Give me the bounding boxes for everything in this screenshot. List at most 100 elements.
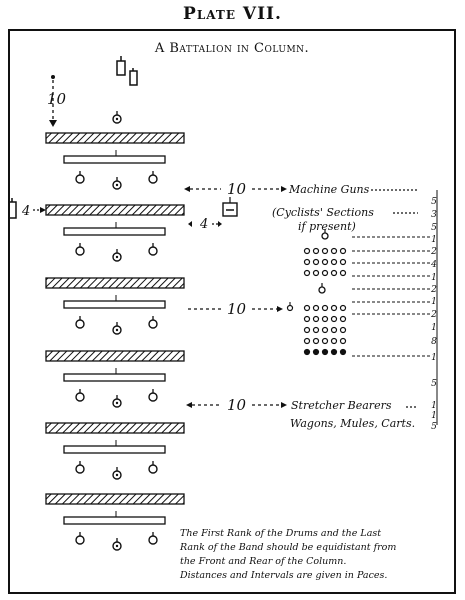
machine-guns-distance: 10 Machine Guns xyxy=(184,180,418,198)
company-officer-icon-dot xyxy=(115,544,119,548)
cyclists-note: (Cyclists' Sections if present) xyxy=(272,206,418,233)
company-block xyxy=(45,422,185,480)
supernumerary-icon xyxy=(148,535,158,545)
musician-icon xyxy=(321,326,329,334)
stretcher-distance-label: 10 xyxy=(227,396,247,414)
supernumerary-icon xyxy=(75,464,85,474)
plate-title: Plate VII. xyxy=(183,4,282,24)
cyclists-line-1: (Cyclists' Sections xyxy=(272,206,374,219)
musician-icon xyxy=(339,247,347,255)
scale-value: 2 xyxy=(430,310,437,320)
musician-icon xyxy=(339,304,347,312)
scale-value: 3 xyxy=(431,210,437,220)
diagram-frame xyxy=(8,29,456,594)
center-interval-label: 4 xyxy=(199,217,208,232)
footnote-line-3: the Front and Rear of the Column. xyxy=(180,556,347,567)
musician-icon xyxy=(330,269,338,277)
musician-icon xyxy=(303,326,311,334)
wagons-label: Wagons, Mules, Carts. xyxy=(290,417,415,430)
supernumerary-icon xyxy=(75,174,85,184)
stretcher-bearers-label: Stretcher Bearers xyxy=(291,399,392,412)
rear-rank xyxy=(63,516,166,525)
scale-value: 5 xyxy=(431,422,437,432)
musician-icon xyxy=(321,304,329,312)
musician-icon xyxy=(303,348,311,356)
front-rank xyxy=(45,350,185,362)
supernumerary-icon xyxy=(148,392,158,402)
musician-icon xyxy=(303,304,311,312)
left-interval-marker: 4 xyxy=(8,198,46,219)
scale-value: 5 xyxy=(431,223,437,233)
musician-icon xyxy=(321,348,329,356)
supernumerary-icon xyxy=(75,246,85,256)
musician-icon xyxy=(339,348,347,356)
musician-icon xyxy=(312,247,320,255)
musician-icon xyxy=(321,315,329,323)
company-block xyxy=(45,493,185,551)
cyclists-line-2: if present) xyxy=(298,220,356,233)
musician-icon xyxy=(321,258,329,266)
musician-icon xyxy=(303,269,311,277)
musician-icon xyxy=(330,315,338,323)
scale-value: 4 xyxy=(430,260,437,270)
scale-value: 1 xyxy=(431,323,437,333)
rear-rank xyxy=(63,373,166,382)
musician-icon xyxy=(312,315,320,323)
scale-value: 1 xyxy=(431,273,437,283)
musician-icon xyxy=(303,258,311,266)
band-grid xyxy=(303,304,347,356)
machine-gun-icon xyxy=(222,197,238,217)
top-distance-label: 10 xyxy=(47,90,67,108)
officer-icon-dot xyxy=(115,117,119,121)
musician-icon xyxy=(321,247,329,255)
musician-icon xyxy=(312,269,320,277)
stretcher-distance: 10 Stretcher Bearers Wagons, Mules, Cart… xyxy=(186,396,418,430)
company-block xyxy=(45,111,185,190)
musician-icon xyxy=(312,258,320,266)
supernumerary-icon xyxy=(148,319,158,329)
company-block xyxy=(45,350,185,408)
footnote-line-2: Rank of the Band should be equidistant f… xyxy=(180,542,397,553)
middle-distance-label: 10 xyxy=(227,300,247,318)
center-interval-marker: 4 xyxy=(188,197,238,232)
front-rank xyxy=(45,132,185,144)
middle-distance: 10 xyxy=(188,300,294,318)
company-officer-icon-dot xyxy=(115,401,119,405)
musician-icon xyxy=(330,326,338,334)
musician-icon xyxy=(339,258,347,266)
musician-icon xyxy=(312,348,320,356)
footnote-line-1: The First Rank of the Drums and the Last xyxy=(180,528,382,539)
rear-rank xyxy=(63,155,166,164)
musician-icon xyxy=(330,247,338,255)
scale-value: 1 xyxy=(431,297,437,307)
front-rank xyxy=(45,277,185,289)
commanding-officer-icon xyxy=(116,56,138,86)
scale-value: 1 xyxy=(431,401,437,411)
supernumerary-icon xyxy=(148,246,158,256)
musician-icon xyxy=(312,304,320,312)
musician-icon xyxy=(303,247,311,255)
company-block xyxy=(45,277,185,335)
scale-value: 5 xyxy=(431,197,437,207)
drums-grid xyxy=(303,247,347,277)
front-rank xyxy=(45,493,185,505)
company-officer-icon-dot xyxy=(115,255,119,259)
supernumerary-icon xyxy=(75,535,85,545)
musician-icon xyxy=(339,269,347,277)
supernumerary-icon xyxy=(75,392,85,402)
supernumerary-icon xyxy=(148,464,158,474)
scale-value: 1 xyxy=(431,411,437,421)
musician-icon xyxy=(330,258,338,266)
companies-group xyxy=(45,111,185,551)
scale-value: 1 xyxy=(431,235,437,245)
musician-icon xyxy=(330,348,338,356)
machine-guns-label: Machine Guns xyxy=(288,183,370,196)
musician-icon xyxy=(339,326,347,334)
supernumerary-icon xyxy=(148,174,158,184)
musician-icon xyxy=(303,315,311,323)
company-officer-icon-dot xyxy=(115,183,119,187)
musician-icon xyxy=(312,337,320,345)
musician-icon xyxy=(339,315,347,323)
